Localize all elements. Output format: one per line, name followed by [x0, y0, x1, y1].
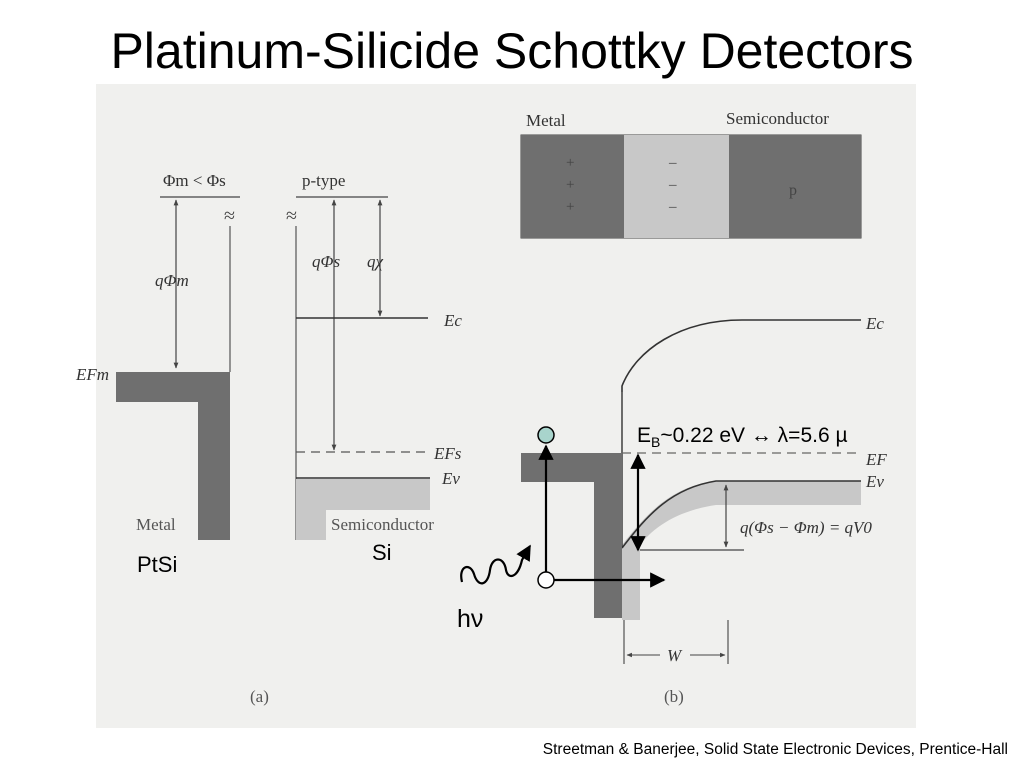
ground-state-circle [537, 571, 555, 589]
bent-valence-band-fill [622, 481, 861, 600]
conduction-band-edge-b [621, 319, 861, 392]
minus-sign-3: – [668, 199, 677, 215]
barrier-annotation: q(Φs − Φm) = qV0 [740, 518, 872, 537]
e-c-label-a: Ec [443, 311, 462, 330]
e-v-label-a: Ev [441, 469, 460, 488]
e-fm-label: EFm [75, 365, 109, 384]
metal-label-b: Metal [526, 111, 566, 130]
semiconductor-valence-band-fill [296, 479, 430, 540]
metal-block [521, 135, 624, 238]
caption-b: (b) [664, 687, 684, 706]
break-symbol-semiconductor: ≈ [286, 205, 297, 227]
depletion-block [624, 135, 729, 238]
photon-wave-icon [460, 544, 531, 585]
p-type-label: p-type [302, 171, 345, 190]
caption-a: (a) [250, 687, 269, 706]
q-chi-label: qχ [367, 252, 384, 271]
excited-hole-circle [537, 426, 555, 444]
citation-text: Streetman & Banerjee, Solid State Electr… [542, 741, 1008, 758]
photoemission-annotation: EB~0.22 eV ↔ λ=5.6 µ hν [457, 424, 848, 633]
metal-band-b [521, 453, 622, 618]
plus-sign-2: + [566, 177, 574, 193]
minus-sign-1: – [668, 155, 677, 171]
depletion-band-strip [622, 545, 640, 620]
e-c-label-b: Ec [865, 314, 884, 333]
barrier-height-label: EB~0.22 eV ↔ λ=5.6 µ [637, 424, 848, 450]
metal-filled-band [116, 372, 230, 540]
plus-sign-1: + [566, 155, 574, 171]
minus-sign-2: – [668, 177, 677, 193]
semiconductor-label-a: Semiconductor [331, 515, 434, 534]
break-symbol-metal: ≈ [224, 205, 235, 227]
ptsi-annotation: PtSi [137, 552, 177, 577]
q-phi-m-label: qΦm [155, 271, 189, 290]
q-phi-s-label: qΦs [312, 252, 340, 271]
semiconductor-label-b: Semiconductor [726, 109, 829, 128]
e-f-label-b: EF [865, 450, 887, 469]
metal-label-a: Metal [136, 515, 176, 534]
e-fs-label: EFs [433, 444, 462, 463]
e-v-label-b: Ev [865, 472, 884, 491]
photon-hv-label: hν [457, 605, 483, 633]
si-annotation: Si [372, 540, 392, 565]
slide-title: Platinum-Silicide Schottky Detectors [110, 23, 914, 79]
plus-sign-3: + [566, 199, 574, 215]
p-region-label: p [789, 182, 797, 199]
semiconductor-block [729, 135, 861, 238]
panel-a: Φm < Φs p-type ≈ ≈ qΦm qΦs qχ EFm Ec EFs… [75, 171, 462, 706]
width-w-label: W [667, 646, 683, 665]
panel-b: Metal Semiconductor + + + – – – p Ec EF … [520, 109, 887, 706]
workfunction-relation-label: Φm < Φs [163, 171, 226, 190]
